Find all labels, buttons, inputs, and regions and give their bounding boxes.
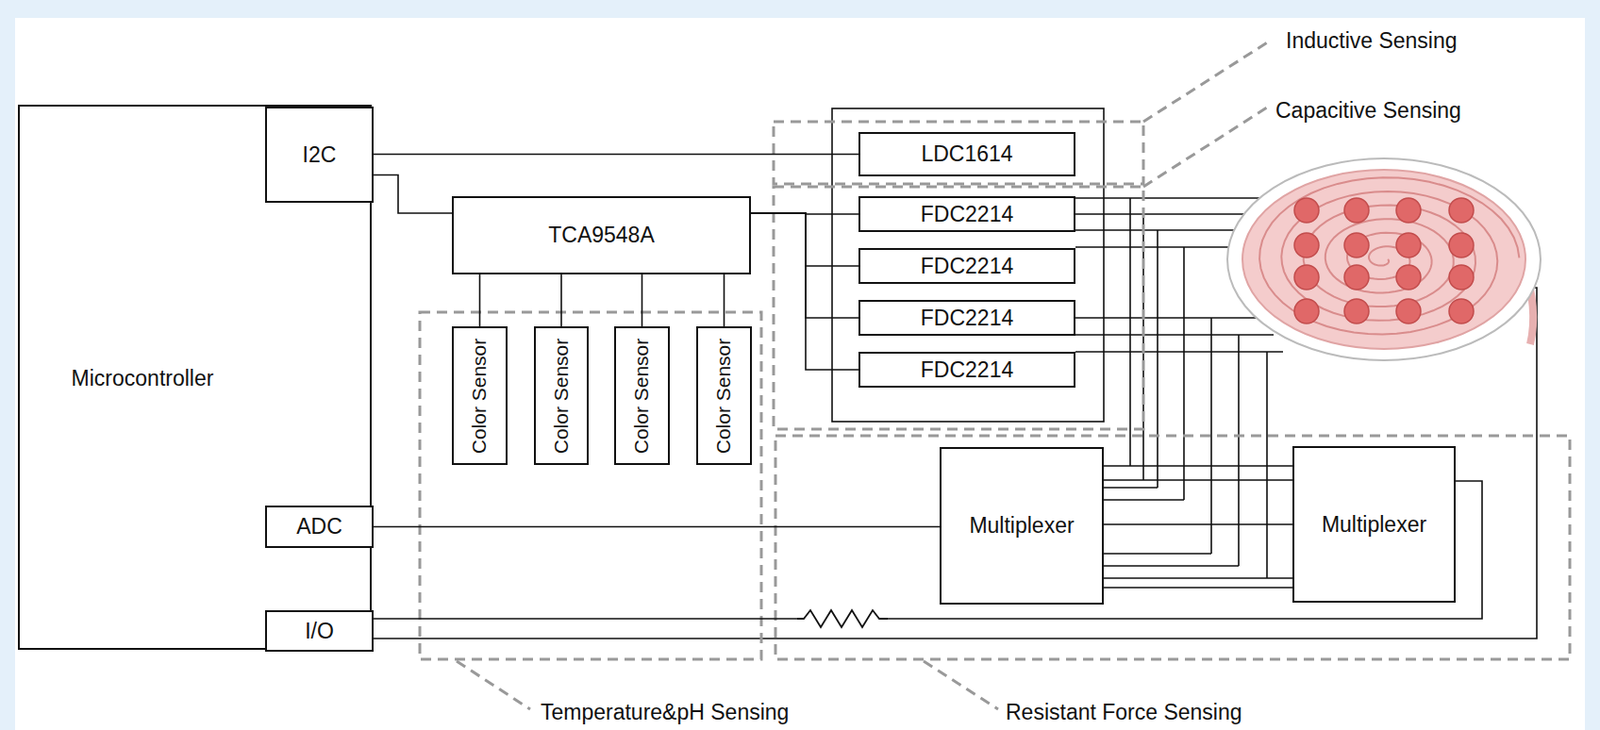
bus-port: ADC [265,505,374,549]
sensor-wires [370,108,1537,639]
color-sensor: Color Sensor [614,326,670,466]
box-label: Microcontroller [19,366,266,392]
region-label: Inductive Sensing [1283,28,1460,54]
bus-wire [373,526,940,529]
capacitance-chip: FDC2214 [858,196,1076,233]
box-label: FDC2214 [920,305,1014,332]
sensor-label: Color Sensor [631,337,654,454]
color-sensor: Color Sensor [451,326,508,466]
box-label: ADC [296,514,343,540]
sensor-label: Color Sensor [468,337,492,454]
sensor-label: Color Sensor [550,337,573,454]
box-label: FDC2214 [920,201,1014,228]
bus-wire [750,213,859,370]
capacitance-chip: FDC2214 [858,248,1076,284]
i2c-mux-chip: TCA9548A [451,196,751,275]
region-label: Resistant Force Sensing [1003,700,1245,726]
resistor-symbol [797,610,888,628]
bus-wire [560,274,563,327]
bus-wire [750,213,859,267]
box-label: Multiplexer [1321,512,1427,538]
box-label: FDC2214 [920,253,1014,280]
multiplexer-box: Multiplexer [939,447,1104,605]
bus-wire [1103,523,1293,526]
box-label: TCA9548A [548,222,655,249]
microcontroller-box: Microcontroller I2C ADC I/O [17,104,372,650]
multiplexer-box: Multiplexer [1292,446,1456,603]
box-label: FDC2214 [920,357,1014,384]
capacitance-chip: FDC2214 [858,351,1076,388]
region-label: Temperature&pH Sensing [538,700,791,726]
bus-wire [641,274,644,327]
sensor-board-outline [832,108,1104,422]
sensor-illustration [1227,158,1541,361]
box-label: LDC1614 [920,141,1013,167]
bus-wire [750,213,859,318]
bus-port: I/O [265,610,374,652]
resistor-ground [797,607,888,631]
inductance-chip: LDC1614 [858,132,1076,177]
box-label: I/O [304,618,334,645]
box-label: I2C [302,142,337,168]
capacitance-chip: FDC2214 [858,300,1076,336]
bus-wire [373,153,859,156]
region-label: Capacitive Sensing [1273,98,1464,124]
color-sensor: Color Sensor [533,326,589,466]
box-label: Multiplexer [968,513,1074,539]
bus-wire [723,274,726,327]
sensor-label: Color Sensor [713,337,736,454]
color-sensor: Color Sensor [696,326,752,466]
bus-wire [479,274,482,327]
region-outlines [419,39,1570,710]
bus-port: I2C [265,106,374,203]
bus-wire [373,175,452,215]
